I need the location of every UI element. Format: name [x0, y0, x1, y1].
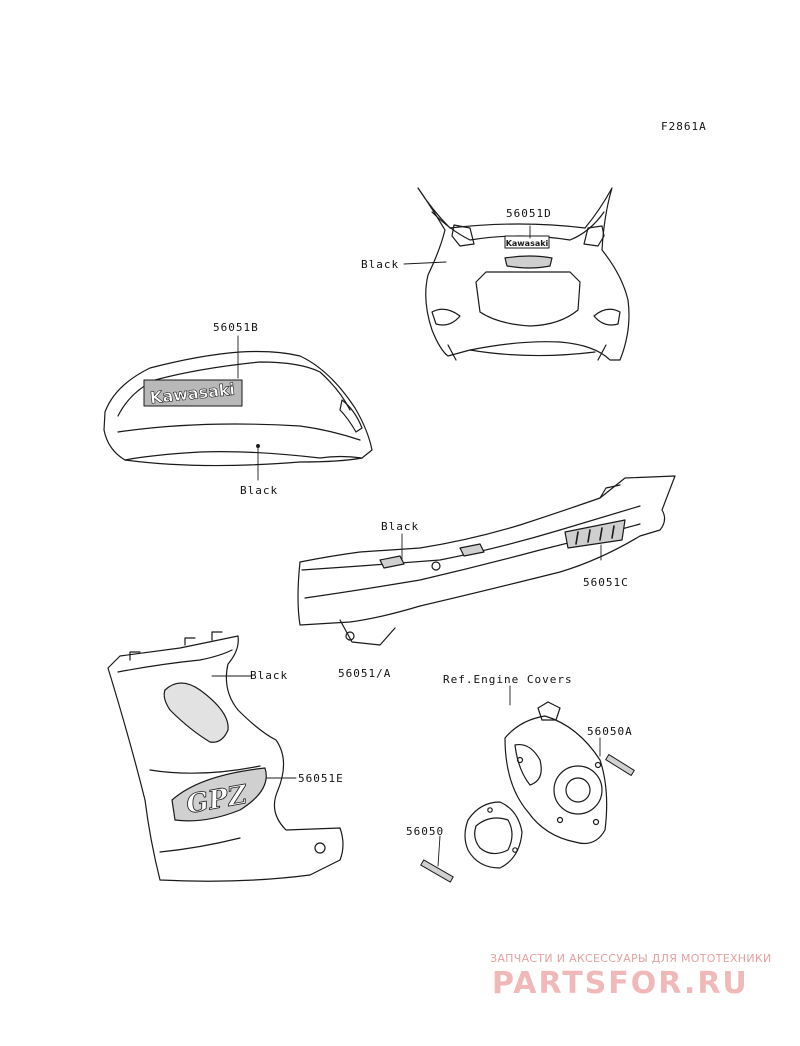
- label-black-tail: Black: [381, 520, 420, 533]
- fairing-decal-56051D: [504, 235, 550, 249]
- side-cowl: [107, 631, 344, 882]
- label-black-fairing: Black: [361, 258, 400, 271]
- label-56051E: 56051E: [298, 772, 344, 785]
- label-black-tank: Black: [240, 484, 279, 497]
- engine-cover-left: [464, 801, 523, 869]
- watermark-tagline: ЗАПЧАСТИ И АКСЕССУАРЫ ДЛЯ МОТОТЕХНИКИ: [490, 952, 772, 965]
- label-56050: 56050: [406, 825, 445, 838]
- leader-lines: [211, 225, 602, 867]
- decal-56050: [420, 859, 454, 883]
- decal-56050A: [605, 754, 635, 776]
- label-56051A: 56051/A: [338, 667, 392, 680]
- label-56051B: 56051B: [213, 321, 259, 334]
- label-56051D: 56051D: [506, 207, 552, 220]
- tail-cowl: [297, 475, 676, 646]
- label-ref-engine-covers: Ref.Engine Covers: [443, 673, 573, 686]
- label-black-side: Black: [250, 669, 289, 682]
- label-56050A: 56050A: [587, 725, 633, 738]
- front-fairing: [417, 187, 630, 361]
- fairing-decal-text: Kawasaki: [506, 239, 549, 248]
- label-56051C: 56051C: [583, 576, 629, 589]
- tank-decal-56051B: [143, 379, 243, 407]
- figure-code: F2861A: [661, 120, 707, 133]
- tail-decal-56051C: [564, 519, 626, 549]
- side-decal-56051E: [171, 767, 267, 822]
- watermark-logo: PARTSFOR.RU: [492, 966, 749, 1001]
- engine-cover-right: [504, 701, 608, 845]
